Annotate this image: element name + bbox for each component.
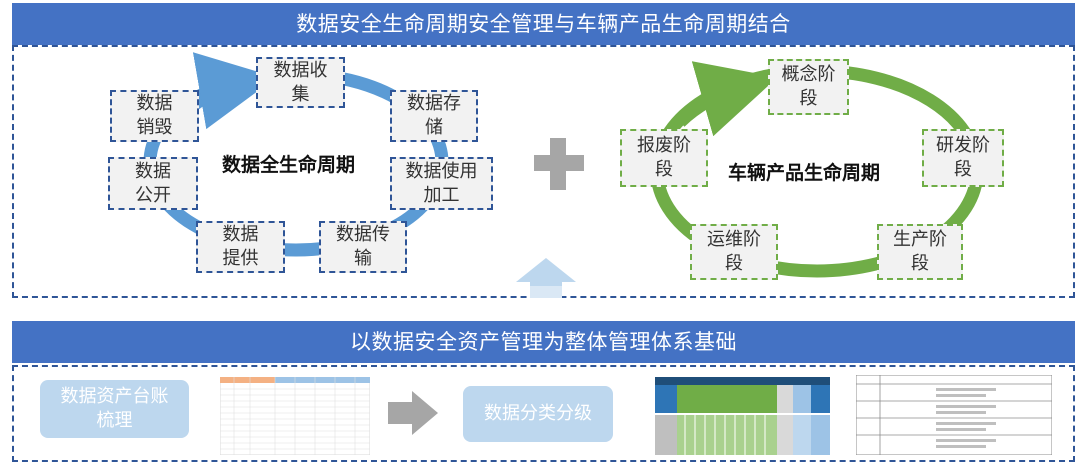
classification-pill: 数据分类分级 [463, 386, 613, 442]
vehicle-lifecycle-arrow [675, 61, 778, 137]
bottom-panel [12, 365, 1075, 462]
stage-production: 生产阶 段 [877, 224, 963, 280]
stage-data-storage: 数据存 储 [390, 90, 478, 142]
asset-ledger-pill: 数据资产台账 梳理 [40, 380, 189, 438]
top-banner-title: 数据安全生命周期安全管理与车辆产品生命周期结合 [12, 3, 1075, 45]
stage-operation-maintenance: 运维阶 段 [690, 224, 778, 280]
stage-data-collection: 数据收 集 [256, 57, 345, 108]
classification-matrix-thumbnail [655, 377, 830, 455]
stage-research-development: 研发阶 段 [922, 129, 1004, 187]
grading-table-thumbnail [856, 375, 1052, 455]
stage-data-disclosure: 数据 公开 [108, 157, 198, 210]
stage-data-use-processing: 数据使用 加工 [390, 157, 493, 210]
stage-data-provision: 数据 提供 [196, 221, 285, 273]
plus-icon [534, 138, 584, 190]
stage-concept: 概念阶 段 [768, 59, 849, 115]
bottom-banner-title: 以数据安全资产管理为整体管理体系基础 [12, 321, 1075, 363]
vehicle-lifecycle-title: 车辆产品生命周期 [728, 162, 881, 184]
right-arrow-icon [388, 391, 438, 435]
up-arrow-icon [516, 258, 576, 298]
stage-data-destruction: 数据 销毁 [110, 90, 199, 142]
stage-data-transfer: 数据传 输 [319, 221, 407, 273]
asset-ledger-spreadsheet-thumbnail [220, 377, 370, 455]
data-lifecycle-title: 数据全生命周期 [222, 154, 356, 176]
stage-scrapping: 报废阶 段 [620, 129, 708, 187]
